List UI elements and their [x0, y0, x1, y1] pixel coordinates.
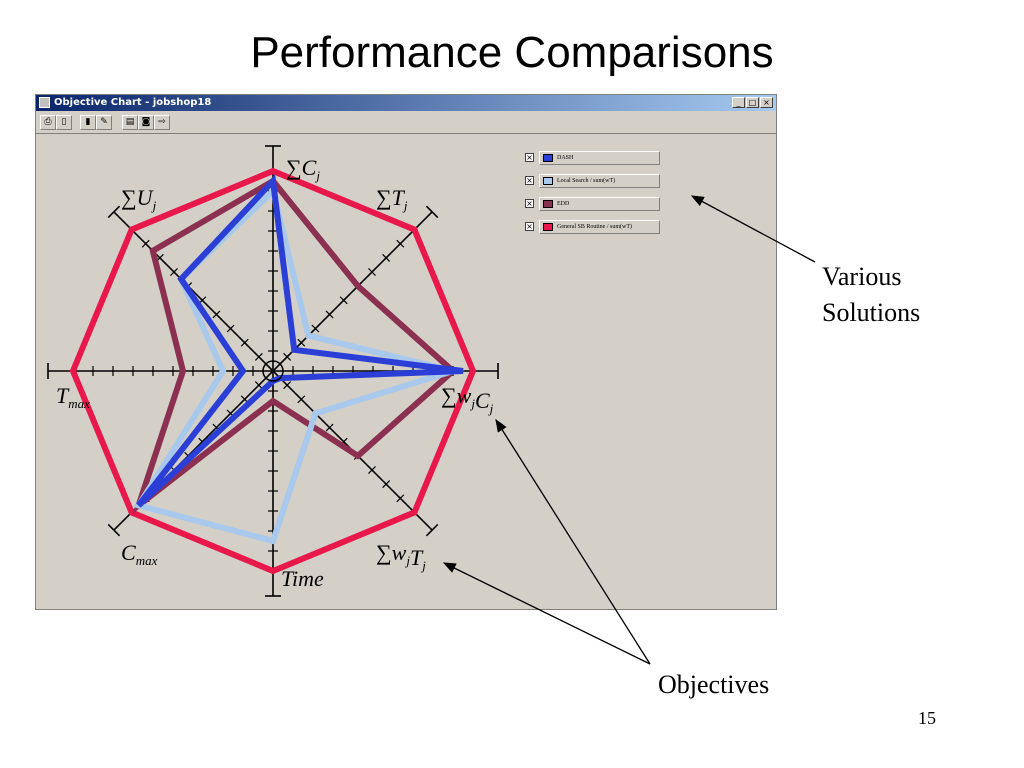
axis-tick: [254, 352, 263, 361]
legend-checkbox[interactable]: ×: [525, 176, 534, 185]
page-number: 15: [918, 708, 936, 728]
objective-chart-window: Objective Chart - jobshop18 _ □ × ⎙ ▯ ▮ …: [35, 94, 777, 610]
legend-button[interactable]: EDD: [539, 197, 660, 211]
axis-end-cap: [107, 523, 121, 537]
axis-tick: [382, 253, 391, 262]
axis-label: ∑Uj: [121, 185, 157, 213]
open-icon[interactable]: ▤: [122, 115, 138, 130]
close-button[interactable]: ×: [760, 97, 773, 108]
series-line: [132, 177, 458, 514]
legend-label: DASH: [557, 155, 574, 161]
legend-item[interactable]: × DASH: [525, 151, 695, 165]
objectives-annotation: Objectives: [658, 670, 770, 699]
objectives-arrow-1: [495, 418, 651, 665]
axis-tick: [254, 381, 263, 390]
radar-axis: [113, 211, 274, 372]
axis-tick: [141, 239, 150, 248]
axis-tick: [396, 239, 405, 248]
legend-item[interactable]: × General SB Routine / sum(wT): [525, 220, 695, 234]
maximize-button[interactable]: □: [746, 97, 759, 108]
series-line: [69, 167, 477, 575]
toolbar: ⎙ ▯ ▮ ✎ ▤ ◙ ⇨: [36, 112, 776, 134]
edit-icon[interactable]: ✎: [96, 115, 112, 130]
legend-button[interactable]: DASH: [539, 151, 660, 165]
chart-icon[interactable]: ▮: [80, 115, 96, 130]
various-solutions-line2: Solutions: [822, 298, 921, 327]
axis-label: ∑Cj: [286, 155, 320, 183]
axis-tick: [311, 324, 320, 333]
window-titlebar[interactable]: Objective Chart - jobshop18 _ □ ×: [36, 95, 776, 111]
axis-tick: [226, 324, 235, 333]
axis-end-cap: [425, 523, 439, 537]
axis-tick: [325, 310, 334, 319]
legend-swatch: [543, 177, 553, 185]
axis-label: Tmax: [56, 383, 90, 411]
axis-tick: [368, 466, 376, 474]
axis-tick: [212, 310, 221, 319]
axis-label: Cmax: [121, 540, 158, 568]
objectives-arrow-2: [442, 562, 651, 665]
minimize-button[interactable]: _: [732, 97, 745, 108]
various-solutions-arrow: [690, 195, 816, 263]
legend-button[interactable]: General SB Routine / sum(wT): [539, 220, 660, 234]
window-title: Objective Chart - jobshop18: [54, 97, 212, 108]
legend-label: EDD: [557, 201, 570, 207]
legend-checkbox[interactable]: ×: [525, 199, 534, 208]
app-icon: [39, 97, 50, 108]
legend-swatch: [543, 200, 553, 208]
axis-label: ∑wjCj: [441, 383, 494, 416]
axis-label: ∑wjTj: [376, 540, 426, 573]
axis-tick: [368, 268, 376, 276]
print-preview-icon[interactable]: ▯: [56, 115, 72, 130]
axis-end-cap: [425, 205, 439, 219]
legend-swatch: [543, 154, 553, 162]
export-icon[interactable]: ⇨: [154, 115, 170, 130]
axis-tick: [283, 352, 292, 361]
legend-item[interactable]: × Local Search / sum(wT): [525, 174, 695, 188]
axis-tick: [325, 423, 334, 432]
axis-label: ∑Tj: [376, 185, 408, 213]
legend-button[interactable]: Local Search / sum(wT): [539, 174, 660, 188]
legend-label: General SB Routine / sum(wT): [557, 224, 632, 230]
legend-swatch: [543, 223, 553, 231]
various-solutions-line1: Various: [822, 262, 902, 291]
legend-item[interactable]: × EDD: [525, 197, 695, 211]
slide-title: Performance Comparisons: [250, 28, 774, 77]
axis-tick: [339, 296, 348, 305]
various-solutions-annotation: Various Solutions: [822, 259, 920, 331]
print-icon[interactable]: ⎙: [40, 115, 56, 130]
axis-end-cap: [107, 205, 121, 219]
axis-tick: [170, 268, 178, 276]
axis-tick: [297, 395, 306, 404]
center-marker: [262, 360, 284, 382]
axis-tick: [396, 494, 405, 503]
axis-tick: [283, 381, 292, 390]
axis-tick: [382, 480, 391, 489]
legend-label: Local Search / sum(wT): [557, 178, 616, 184]
radar-axis: [272, 211, 433, 372]
legend-checkbox[interactable]: ×: [525, 153, 534, 162]
axis-tick: [297, 338, 306, 347]
legend-checkbox[interactable]: ×: [525, 222, 534, 231]
save-icon[interactable]: ◙: [138, 115, 154, 130]
axis-tick: [240, 338, 249, 347]
series-line: [133, 185, 465, 545]
axis-label: Time: [281, 566, 324, 591]
